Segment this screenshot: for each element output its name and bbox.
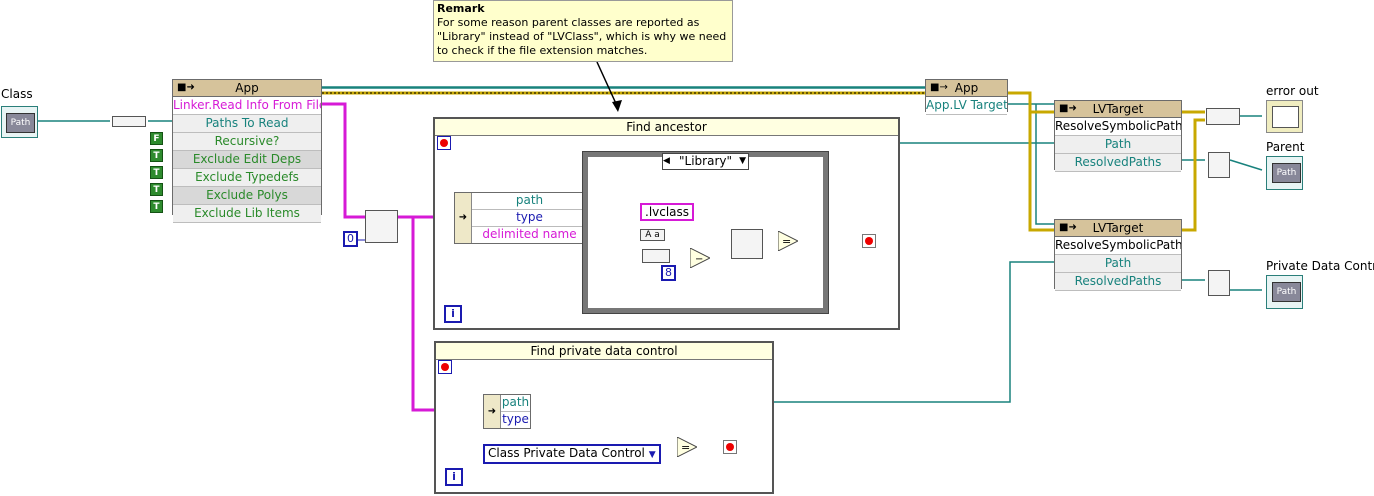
- private-data-control-label: Private Data Control: [1266, 259, 1374, 273]
- unbundle-by-name-2[interactable]: ➜ path type: [483, 394, 531, 429]
- conditional-terminal-icon: [437, 136, 451, 150]
- conditional-terminal-icon: [438, 360, 452, 374]
- lvtarget-path-input-1[interactable]: Path: [1055, 136, 1181, 154]
- param-exclude-polys[interactable]: Exclude Polys: [173, 187, 321, 205]
- lvtarget-node-2[interactable]: ■➜ LVTarget ResolveSymbolicPaths Path Re…: [1054, 219, 1182, 291]
- stop-terminal-icon[interactable]: [723, 440, 737, 454]
- dropdown-arrow-icon: ▼: [648, 450, 656, 460]
- field-type[interactable]: type: [472, 210, 587, 227]
- class-private-data-enum[interactable]: Class Private Data Control ▼: [483, 444, 661, 464]
- field-type[interactable]: type: [502, 412, 529, 426]
- equal-icon[interactable]: =: [778, 231, 798, 251]
- index-array-icon[interactable]: [1208, 270, 1230, 296]
- svg-text:=: =: [782, 235, 791, 248]
- app-method-name[interactable]: Linker.Read Info From File: [173, 97, 321, 115]
- svg-text:−: −: [695, 254, 703, 265]
- index-array-icon[interactable]: [365, 210, 398, 243]
- build-array-icon[interactable]: [112, 116, 146, 127]
- svg-text:=: =: [681, 441, 690, 454]
- private-data-control-indicator[interactable]: Path: [1266, 275, 1303, 309]
- bool-const-false[interactable]: F: [150, 132, 163, 145]
- stop-terminal-icon[interactable]: [862, 234, 876, 248]
- app-invoke-title: App: [235, 81, 259, 95]
- iteration-terminal: i: [444, 305, 462, 323]
- lvtarget-title-1: LVTarget: [1092, 102, 1144, 116]
- path-icon: Path: [6, 113, 35, 133]
- app-class-icon: ■➜: [177, 82, 195, 93]
- merge-errors-icon[interactable]: [1206, 108, 1240, 125]
- lvtarget-header-1: ■➜ LVTarget: [1055, 101, 1181, 118]
- string-length-icon-2[interactable]: [642, 249, 670, 263]
- app-invoke-header: ■➜ App: [173, 80, 321, 97]
- lvtarget-resolved-output-2[interactable]: ResolvedPaths: [1055, 273, 1181, 291]
- lvtarget-resolved-output-1[interactable]: ResolvedPaths: [1055, 154, 1181, 172]
- enum-value: Class Private Data Control: [488, 446, 645, 460]
- subtract-icon[interactable]: −: [690, 248, 710, 268]
- parent-label: Parent: [1266, 140, 1305, 154]
- string-subset-icon[interactable]: [731, 229, 763, 259]
- lvtarget-title-2: LVTarget: [1092, 221, 1144, 235]
- app-prop-title: App: [954, 81, 979, 95]
- lvtarget-method-1[interactable]: ResolveSymbolicPaths: [1055, 118, 1181, 136]
- path-icon: Path: [1272, 163, 1301, 183]
- lvtarget-class-icon: ■➜: [1059, 222, 1077, 233]
- cluster-icon: [1272, 106, 1299, 128]
- class-path-control[interactable]: Path: [1, 106, 38, 138]
- error-out-indicator[interactable]: [1266, 100, 1303, 133]
- error-out-label: error out: [1266, 84, 1319, 98]
- equal-icon[interactable]: =: [677, 437, 697, 457]
- app-invoke-node[interactable]: ■➜ App Linker.Read Info From File Paths …: [172, 79, 322, 223]
- remark-title: Remark: [437, 2, 485, 15]
- param-paths-to-read[interactable]: Paths To Read: [173, 115, 321, 133]
- param-recursive[interactable]: Recursive?: [173, 133, 321, 151]
- find-ancestor-title: Find ancestor: [435, 119, 898, 136]
- class-label: Class: [1, 87, 33, 101]
- app-prop-header: ■→ App: [926, 80, 1007, 97]
- app-lv-target-property[interactable]: App.LV Target: [926, 97, 1007, 115]
- type-case-structure[interactable]: [582, 151, 829, 314]
- string-length-icon[interactable]: A a: [640, 229, 665, 241]
- lvtarget-header-2: ■➜ LVTarget: [1055, 220, 1181, 237]
- bool-const-true[interactable]: T: [150, 200, 163, 213]
- param-exclude-lib-items[interactable]: Exclude Lib Items: [173, 205, 321, 223]
- bool-const-true[interactable]: T: [150, 183, 163, 196]
- lvtarget-method-2[interactable]: ResolveSymbolicPaths: [1055, 237, 1181, 255]
- unbundle-by-name[interactable]: ➜ path type delimited name: [454, 192, 588, 244]
- iteration-terminal: i: [445, 468, 463, 486]
- lvclass-string-const[interactable]: .lvclass: [640, 203, 695, 221]
- param-exclude-edit-deps[interactable]: Exclude Edit Deps: [173, 151, 321, 169]
- app-class-icon: ■→: [930, 82, 948, 93]
- app-property-node[interactable]: ■→ App App.LV Target: [925, 79, 1008, 115]
- field-path[interactable]: path: [501, 395, 530, 412]
- remark-comment: Remark For some reason parent classes ar…: [433, 0, 733, 62]
- index-const[interactable]: 0: [343, 231, 358, 247]
- case-selector-label: "Library": [679, 154, 732, 168]
- lvtarget-path-input-2[interactable]: Path: [1055, 255, 1181, 273]
- parent-path-indicator[interactable]: Path: [1266, 156, 1303, 190]
- bool-const-true[interactable]: T: [150, 166, 163, 179]
- find-private-title: Find private data control: [436, 343, 772, 360]
- field-delimited-name[interactable]: delimited name: [482, 227, 577, 241]
- decrement-icon: ◀: [663, 156, 670, 166]
- index-array-icon[interactable]: [1208, 152, 1230, 178]
- case-selector[interactable]: ◀ "Library" ▼: [662, 153, 749, 170]
- path-icon: Path: [1272, 282, 1301, 302]
- lvtarget-class-icon: ■➜: [1059, 103, 1077, 114]
- field-path[interactable]: path: [472, 193, 587, 210]
- param-exclude-typedefs[interactable]: Exclude Typedefs: [173, 169, 321, 187]
- unbundle-arrow-icon: ➜: [484, 395, 501, 428]
- bool-const-true[interactable]: T: [150, 149, 163, 162]
- dropdown-arrow-icon: ▼: [739, 156, 746, 166]
- lvtarget-node-1[interactable]: ■➜ LVTarget ResolveSymbolicPaths Path Re…: [1054, 100, 1182, 172]
- remark-text: For some reason parent classes are repor…: [437, 16, 727, 57]
- unbundle-arrow-icon: ➜: [455, 193, 472, 243]
- num-const[interactable]: 8: [661, 265, 676, 281]
